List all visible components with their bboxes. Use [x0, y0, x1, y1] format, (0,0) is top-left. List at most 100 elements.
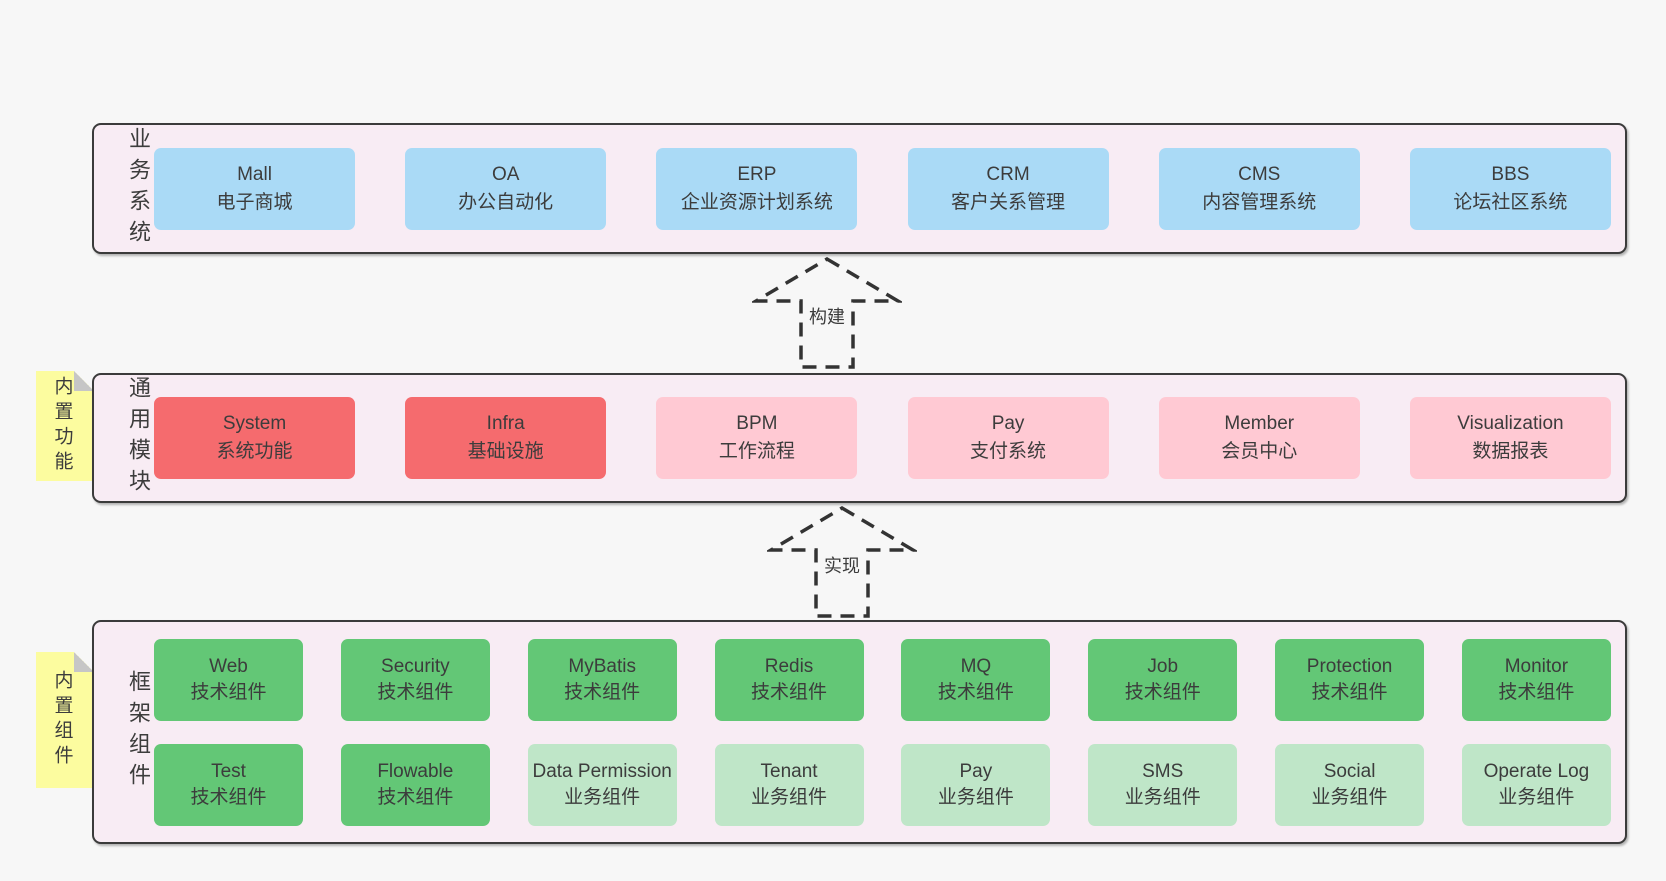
box-name: Infra	[486, 413, 525, 435]
box-desc: 电子商城	[216, 191, 293, 213]
box-name: Mall	[237, 163, 272, 185]
sticky-note-built-in-features: 内置功能	[36, 371, 94, 481]
box-desc: 业务组件	[1124, 786, 1201, 808]
panel-business-systems: 业务系统 Mall 电子商城 OA 办公自动化 ERP 企业资源计划系统 CRM…	[92, 123, 1627, 254]
box-name: Visualization	[1457, 413, 1564, 435]
component-box-data-permission: Data Permission 业务组件	[527, 743, 677, 826]
business-box-bbs: BBS 论坛社区系统	[1409, 147, 1611, 230]
component-box-flowable: Flowable 技术组件	[340, 743, 490, 826]
box-name: Protection	[1306, 655, 1393, 677]
folded-corner-icon	[74, 371, 94, 391]
component-box-mq: MQ 技术组件	[901, 638, 1051, 721]
module-box-system: System 系统功能	[154, 397, 355, 479]
box-name: Social	[1323, 760, 1376, 782]
business-box-erp: ERP 企业资源计划系统	[656, 147, 858, 230]
business-boxes-row: Mall 电子商城 OA 办公自动化 ERP 企业资源计划系统 CRM 客户关系…	[154, 147, 1611, 230]
component-box-security: Security 技术组件	[340, 638, 490, 721]
box-name: Operate Log	[1483, 760, 1590, 782]
box-desc: 技术组件	[377, 786, 454, 808]
box-desc: 技术组件	[1311, 681, 1388, 703]
folded-corner-icon	[74, 652, 94, 672]
box-desc: 技术组件	[937, 681, 1014, 703]
box-desc: 技术组件	[190, 681, 267, 703]
box-desc: 业务组件	[1311, 786, 1388, 808]
box-desc: 客户关系管理	[951, 191, 1066, 213]
arrow-label-implement: 实现	[821, 552, 863, 578]
note-text: 内置组件	[51, 670, 73, 770]
component-box-redis: Redis 技术组件	[714, 638, 864, 721]
box-name: Member	[1224, 413, 1295, 435]
note-text: 内置功能	[51, 376, 73, 476]
box-name: CMS	[1238, 163, 1281, 185]
box-name: ERP	[737, 163, 777, 185]
component-box-mybatis: MyBatis 技术组件	[527, 638, 677, 721]
arrow-implement: 实现	[767, 505, 917, 619]
component-box-web: Web 技术组件	[154, 638, 303, 721]
box-name: Redis	[764, 655, 814, 677]
box-desc: 技术组件	[377, 681, 454, 703]
panel-label-framework-components: 框架组件	[126, 670, 151, 794]
box-name: Web	[209, 655, 248, 677]
box-desc: 办公自动化	[458, 191, 554, 213]
box-desc: 工作流程	[718, 441, 795, 462]
panel-framework-components: 框架组件 Web 技术组件 Security 技术组件 MyBatis 技术组件…	[92, 620, 1627, 844]
box-name: MQ	[960, 655, 992, 677]
box-name: CRM	[986, 163, 1030, 185]
component-box-monitor: Monitor 技术组件	[1461, 638, 1611, 721]
module-box-pay: Pay 支付系统	[907, 397, 1109, 479]
box-name: Data Permission	[532, 760, 672, 782]
box-name: Monitor	[1504, 655, 1569, 677]
arrow-label-build: 构建	[806, 303, 848, 329]
component-row-2: Test 技术组件 Flowable 技术组件 Data Permission …	[154, 743, 1611, 826]
component-row-1: Web 技术组件 Security 技术组件 MyBatis 技术组件 Redi…	[154, 638, 1611, 721]
box-desc: 基础设施	[467, 441, 544, 462]
box-desc: 技术组件	[1498, 681, 1575, 703]
box-desc: 业务组件	[1498, 786, 1575, 808]
module-boxes-row: System 系统功能 Infra 基础设施 BPM 工作流程 Pay 支付系统…	[154, 397, 1611, 479]
box-name: Security	[381, 655, 450, 677]
box-name: BPM	[736, 413, 778, 435]
box-desc: 技术组件	[751, 681, 828, 703]
box-desc: 会员中心	[1221, 441, 1298, 462]
module-box-bpm: BPM 工作流程	[656, 397, 858, 479]
component-box-tenant: Tenant 业务组件	[714, 743, 864, 826]
box-desc: 技术组件	[190, 786, 267, 808]
dashed-up-arrow-shape	[752, 256, 902, 369]
box-name: Tenant	[760, 760, 818, 782]
module-box-member: Member 会员中心	[1158, 397, 1360, 479]
component-box-operate-log: Operate Log 业务组件	[1461, 743, 1611, 826]
box-name: MyBatis	[568, 655, 636, 677]
component-box-sms: SMS 业务组件	[1088, 743, 1238, 826]
box-name: BBS	[1491, 163, 1530, 185]
box-name: Test	[211, 760, 246, 782]
box-desc: 论坛社区系统	[1453, 191, 1568, 213]
box-desc: 业务组件	[751, 786, 828, 808]
box-desc: 支付系统	[970, 441, 1047, 462]
component-box-pay: Pay 业务组件	[901, 743, 1051, 826]
box-name: System	[222, 413, 287, 435]
box-desc: 企业资源计划系统	[680, 191, 833, 213]
dashed-up-arrow-shape	[767, 505, 917, 618]
business-box-cms: CMS 内容管理系统	[1158, 147, 1360, 230]
module-box-visualization: Visualization 数据报表	[1409, 397, 1611, 479]
box-desc: 业务组件	[564, 786, 641, 808]
panel-label-common-modules: 通用模块	[126, 376, 151, 500]
box-name: Flowable	[377, 760, 454, 782]
sticky-note-built-in-components: 内置组件	[36, 652, 94, 788]
business-box-oa: OA 办公自动化	[405, 147, 607, 230]
box-desc: 业务组件	[937, 786, 1014, 808]
box-desc: 技术组件	[1124, 681, 1201, 703]
component-rows: Web 技术组件 Security 技术组件 MyBatis 技术组件 Redi…	[154, 638, 1611, 826]
box-name: OA	[491, 163, 520, 185]
business-box-mall: Mall 电子商城	[154, 147, 355, 230]
panel-label-business-systems: 业务系统	[126, 126, 151, 251]
box-name: SMS	[1142, 760, 1184, 782]
component-box-social: Social 业务组件	[1275, 743, 1425, 826]
module-box-infra: Infra 基础设施	[405, 397, 607, 479]
panel-common-modules: 通用模块 System 系统功能 Infra 基础设施 BPM 工作流程 Pay…	[92, 373, 1627, 503]
arrow-build: 构建	[752, 256, 902, 370]
box-desc: 技术组件	[564, 681, 641, 703]
box-desc: 系统功能	[216, 441, 293, 462]
component-box-job: Job 技术组件	[1088, 638, 1238, 721]
box-name: Job	[1147, 655, 1179, 677]
